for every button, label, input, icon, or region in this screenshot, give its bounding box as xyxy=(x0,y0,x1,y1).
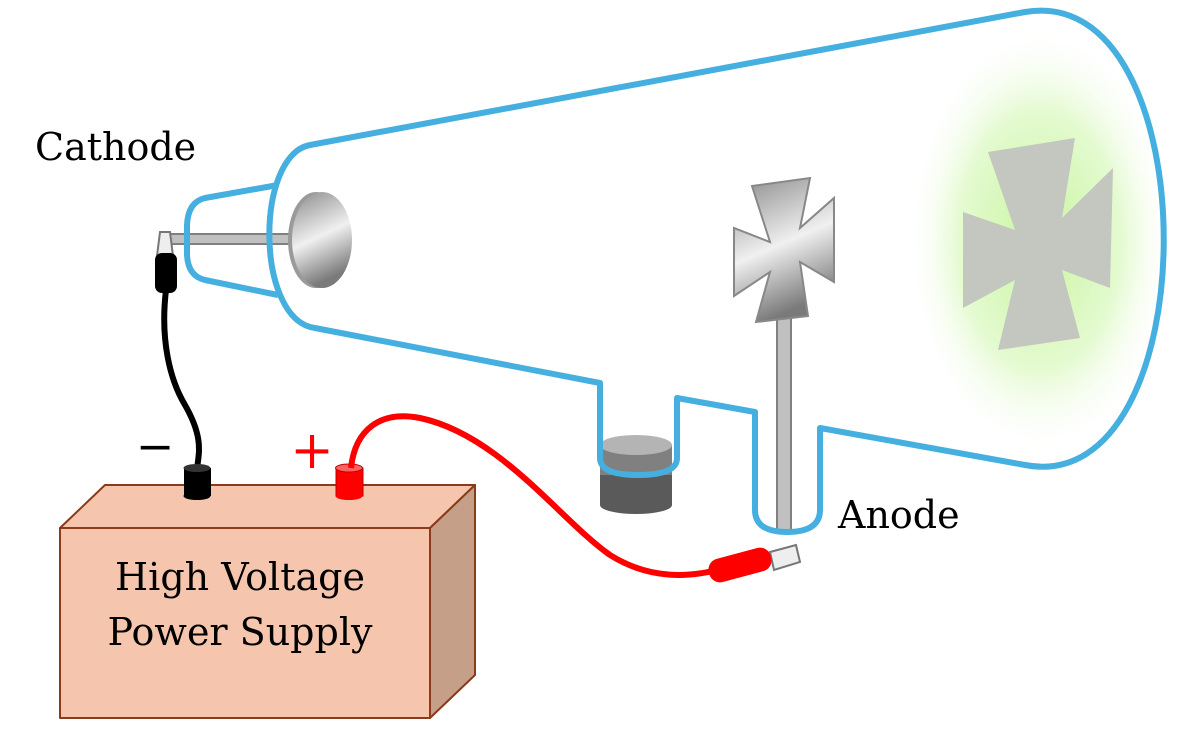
positive-terminal-post xyxy=(335,463,364,500)
anode-stem xyxy=(776,299,792,533)
glass-tube xyxy=(184,7,1167,535)
positive-sign: + xyxy=(290,421,334,481)
power-supply-label-line2: Power Supply xyxy=(108,610,373,654)
anode-connector-tip xyxy=(768,543,802,572)
power-supply-label-line1: High Voltage xyxy=(115,555,365,599)
cathode-clip xyxy=(155,253,177,293)
cathode-connector-tip xyxy=(155,231,175,257)
power-supply-box xyxy=(59,484,476,719)
cross-shadow xyxy=(963,138,1113,350)
side-electrode xyxy=(600,435,672,514)
negative-wire xyxy=(161,289,202,471)
cathode-disc xyxy=(292,192,352,288)
negative-terminal-post xyxy=(183,464,211,500)
negative-sign: − xyxy=(136,419,175,473)
anode-label: Anode xyxy=(837,493,960,537)
cathode-label: Cathode xyxy=(35,125,196,169)
positive-wire xyxy=(348,413,726,578)
maltese-cross-anode xyxy=(733,176,835,324)
anode-clip xyxy=(708,547,772,583)
